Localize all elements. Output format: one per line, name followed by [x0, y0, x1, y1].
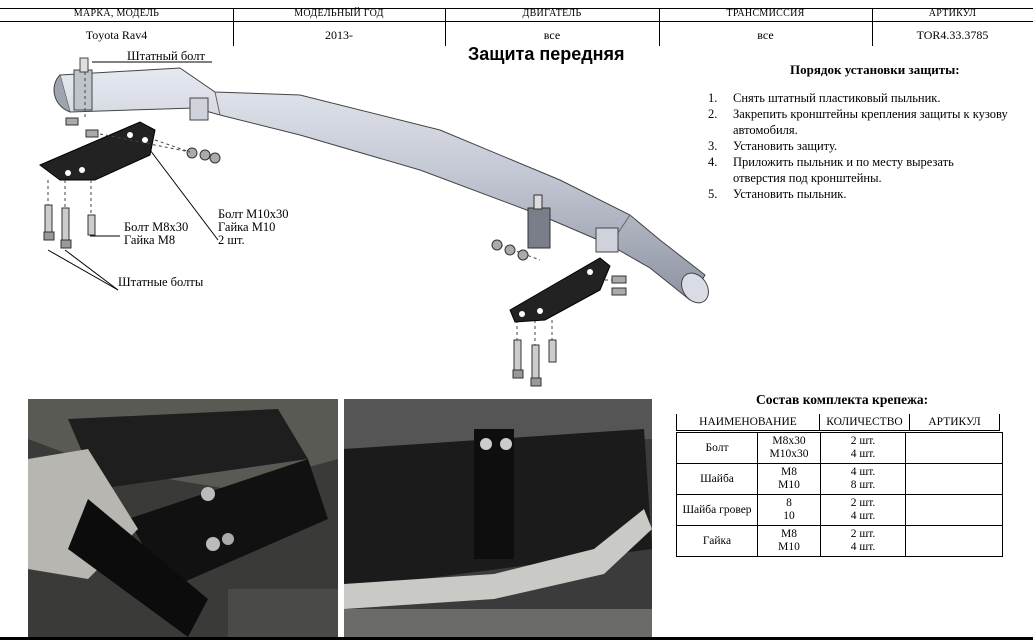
kit-item-name: Шайба гровер — [676, 494, 758, 526]
header-top-line — [0, 8, 1033, 9]
right-mounting-plate — [509, 257, 611, 323]
assembly-diagram — [39, 57, 709, 387]
right-tube-tab — [595, 227, 619, 253]
photo-right-illustration — [344, 399, 652, 637]
header-col-transmission: ТРАНСМИССИЯ — [726, 8, 805, 19]
instruction-step: 3.Установить защиту. — [708, 139, 838, 153]
photo-left-illustration — [28, 399, 338, 637]
label-nut-m8: Гайка М8 — [124, 233, 176, 247]
left-bolts — [43, 117, 221, 249]
right-bolts — [491, 239, 627, 387]
bottom-border — [0, 637, 1033, 640]
instruction-step: 1.Снять штатный пластиковый пыльник. — [708, 91, 941, 105]
kit-item-article — [905, 463, 1003, 495]
header-col-model: МАРКА, МОДЕЛЬ — [73, 8, 160, 19]
header-divider — [872, 8, 873, 46]
instructions-title: Порядок установки защиты: — [790, 62, 960, 77]
label-stock-bolt: Штатный болт — [127, 49, 205, 63]
header-divider — [233, 8, 234, 46]
label-bolt-m10: Болт М10х30 — [218, 207, 289, 221]
kit-col-name: НАИМЕНОВАНИЕ — [676, 414, 820, 431]
header-divider — [445, 8, 446, 46]
kit-item-article — [905, 494, 1003, 526]
installation-photo-right — [344, 399, 652, 637]
kit-title: Состав комплекта крепежа: — [756, 392, 929, 407]
header-col-year: МОДЕЛЬНЫЙ ГОД — [294, 8, 384, 19]
instruction-step: 2.Закрепить кронштейны крепления защиты … — [708, 107, 1008, 137]
kit-item-article — [905, 525, 1003, 557]
kit-item-qty: 2 шт.4 шт. — [820, 525, 906, 557]
front-bar-tube — [53, 67, 709, 304]
header-value-year: 2013- — [325, 28, 353, 42]
kit-item-qty: 2 шт.4 шт. — [820, 494, 906, 526]
kit-item-qty: 2 шт.4 шт. — [820, 432, 906, 464]
left-stock-bolt-bracket — [73, 57, 93, 111]
header-value-transmission: все — [757, 28, 774, 42]
left-mounting-plate — [39, 121, 156, 181]
header-value-engine: все — [543, 28, 561, 42]
kit-table-header: НАИМЕНОВАНИЕ КОЛИЧЕСТВО АРТИКУЛ — [676, 414, 1000, 431]
instruction-step: 4.Приложить пыльник и по месту вырезать … — [708, 155, 954, 185]
instruction-step: 5.Установить пыльник. — [708, 187, 847, 201]
leader-lines — [47, 61, 219, 291]
header-col-article: АРТИКУЛ — [928, 8, 977, 19]
fastener-kit-table: НАИМЕНОВАНИЕ КОЛИЧЕСТВО АРТИКУЛ — [676, 414, 1000, 431]
header-value-model: Toyota Rav4 — [85, 28, 148, 42]
kit-item-article — [905, 432, 1003, 464]
page-title: Защита передняя — [468, 44, 625, 64]
kit-item-name: Шайба — [676, 463, 758, 495]
left-tube-tab — [189, 97, 209, 121]
installation-photo-left — [28, 399, 338, 637]
header-divider — [659, 8, 660, 46]
instructions-list: 1.Снять штатный пластиковый пыльник. 2.З… — [708, 90, 1008, 202]
spec-header: МАРКА, МОДЕЛЬ МОДЕЛЬНЫЙ ГОД ДВИГАТЕЛЬ ТР… — [0, 0, 1033, 48]
kit-col-qty: КОЛИЧЕСТВО — [819, 414, 910, 431]
header-col-engine: ДВИГАТЕЛЬ — [522, 8, 582, 19]
kit-col-article: АРТИКУЛ — [909, 414, 1000, 431]
header-value-article: TOR4.33.3785 — [916, 28, 989, 42]
right-stock-bolt-bracket — [527, 194, 551, 249]
kit-item-name: Болт — [676, 432, 758, 464]
label-bolt-m8: Болт М8х30 — [124, 220, 189, 234]
header-mid-line — [0, 21, 1033, 22]
label-qty: 2 шт. — [218, 233, 245, 247]
label-nut-m10: Гайка М10 — [218, 220, 276, 234]
kit-item-qty: 4 шт.8 шт. — [820, 463, 906, 495]
kit-item-name: Гайка — [676, 525, 758, 557]
label-stock-bolts: Штатные болты — [118, 275, 204, 289]
